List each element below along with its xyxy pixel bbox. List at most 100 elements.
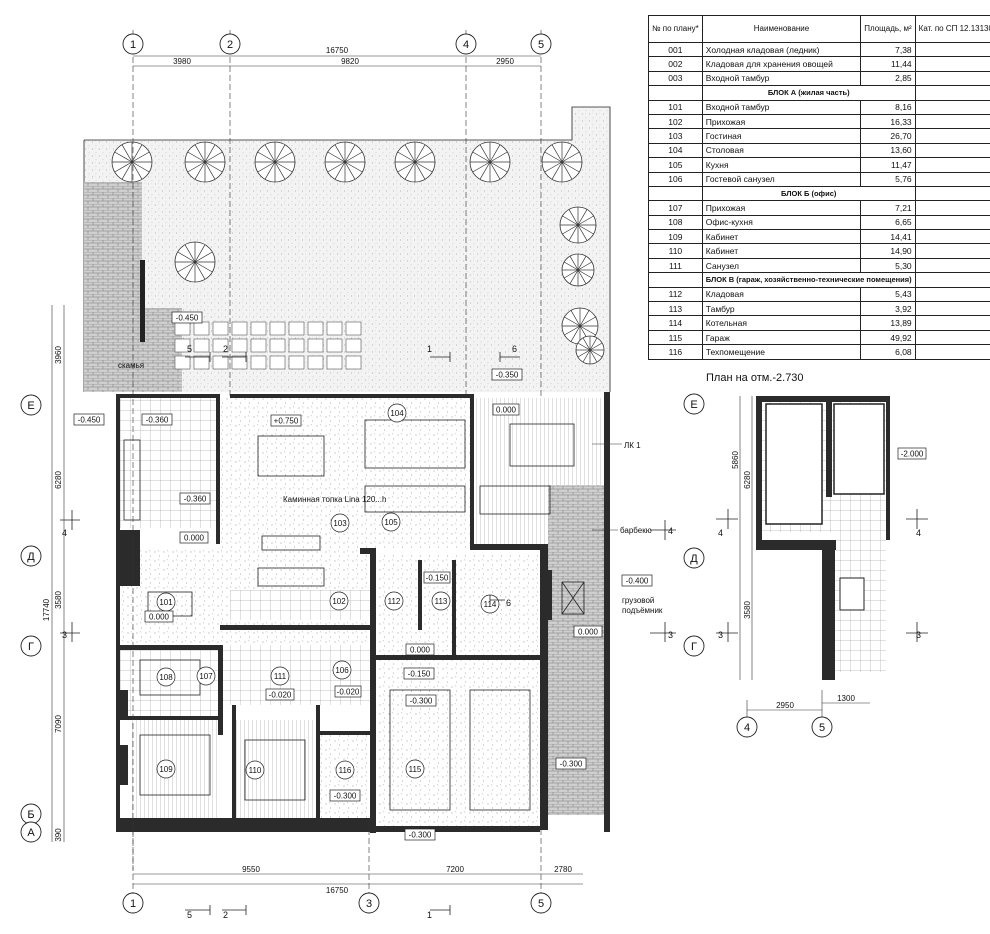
table-cell: 002 (648, 56, 703, 72)
col-number: № по плану* (648, 15, 703, 43)
level-mark: 0.000 (410, 646, 431, 655)
col-area: Площадь, м² (860, 15, 916, 43)
table-cell: 6,65 (860, 214, 916, 231)
table-cell: 114 (648, 315, 703, 331)
section-label: 5 (187, 910, 192, 920)
room-number: 104 (390, 409, 404, 418)
level-mark: -0.360 (146, 416, 169, 425)
table-cell: 5,30 (860, 257, 916, 274)
col-name: Наименование (701, 15, 862, 43)
section-label: 2 (223, 344, 228, 354)
dim-top-part: 2950 (496, 57, 514, 66)
level-mark: -0.150 (426, 574, 449, 583)
table-cell: 14,90 (860, 243, 916, 259)
room-number: 107 (199, 672, 213, 681)
room-number: 110 (249, 766, 262, 775)
table-cell (648, 272, 703, 288)
section-label: 3 (62, 630, 67, 640)
table-cell: 13,60 (860, 142, 916, 159)
table-cell: Гараж (701, 329, 862, 346)
table-cell: 7,38 (860, 41, 916, 58)
axis-label: Е (690, 399, 697, 411)
table-cell: 102 (648, 113, 703, 130)
level-mark: -0.150 (408, 670, 431, 679)
dim-bottom-part: 9550 (242, 865, 260, 874)
dim-left-total: 17740 (42, 598, 51, 621)
table-cell: 11,47 (860, 157, 916, 173)
table-cell: Санузел (701, 257, 862, 274)
table-cell (914, 214, 990, 231)
dim-left-part: 6280 (54, 471, 63, 489)
table-cell: 7,21 (860, 200, 916, 216)
furniture (123, 419, 585, 811)
dimension-lines (51, 30, 583, 900)
axis-label: 1 (130, 39, 136, 51)
room-number: 113 (435, 597, 448, 606)
dim-basement: 6280 (743, 471, 752, 489)
level-mark: 0.000 (184, 534, 205, 543)
dim-bottom-part: 2780 (554, 865, 572, 874)
walls (116, 392, 610, 833)
level-mark: -2.000 (901, 450, 924, 459)
table-cell (914, 128, 990, 144)
table-cell: 111 (648, 257, 703, 274)
section-label: 4 (62, 528, 67, 538)
dim-bottom-part: 7200 (446, 865, 464, 874)
table-cell (914, 171, 990, 187)
section-title: БЛОК Б (офис) (701, 185, 916, 202)
table-cell: Кухня (701, 157, 862, 173)
dim-left-part: 3580 (54, 591, 63, 609)
section-label: 3 (668, 630, 673, 640)
room-number: 112 (388, 597, 401, 606)
tree-symbol (394, 141, 436, 183)
table-cell: Кабинет (701, 229, 862, 245)
level-mark: -0.020 (337, 688, 360, 697)
tree-symbol (559, 206, 597, 244)
section-marks (60, 352, 928, 915)
table-cell (914, 157, 990, 173)
room-number: 103 (333, 519, 347, 528)
table-section-row: БЛОК А (жилая часть) (648, 85, 990, 101)
axis-label: 3 (366, 898, 372, 910)
axis-label: 1 (130, 898, 136, 910)
table-cell: 5,43 (860, 286, 916, 303)
section-label: 6 (512, 344, 517, 354)
table-cell: Входной тамбур (701, 99, 862, 115)
table-cell: Кладовая (701, 286, 862, 303)
fireplace-note: Каминная топка Lina 120...h (283, 495, 386, 504)
table-cell: Прихожая (701, 200, 862, 216)
table-cell: 116 (648, 344, 703, 360)
table-cell: 105 (648, 157, 703, 173)
table-cell (914, 41, 990, 58)
dim-left-part: 390 (54, 828, 63, 842)
axis-label: Г (28, 641, 34, 653)
tree-symbol (469, 141, 511, 183)
room-number: 105 (384, 518, 398, 527)
room-number: 115 (409, 765, 422, 774)
table-cell: 49,92 (860, 329, 916, 346)
section-label: 4 (668, 526, 673, 536)
table-cell (914, 286, 990, 303)
level-mark: 0.000 (496, 406, 517, 415)
dim-left-part: 7090 (54, 715, 63, 733)
table-cell: 2,85 (860, 70, 916, 87)
table-cell: Гостевой санузел (701, 171, 862, 187)
table-cell: 106 (648, 171, 703, 187)
table-cell: 115 (648, 329, 703, 346)
level-mark: -0.360 (184, 495, 207, 504)
axis-label: Е (27, 400, 34, 412)
tree-symbol (184, 141, 226, 183)
table-header: № по плану* Наименование Площадь, м² Кат… (648, 15, 990, 43)
dim-basement: 2950 (776, 701, 794, 710)
axis-label: 4 (744, 722, 750, 734)
